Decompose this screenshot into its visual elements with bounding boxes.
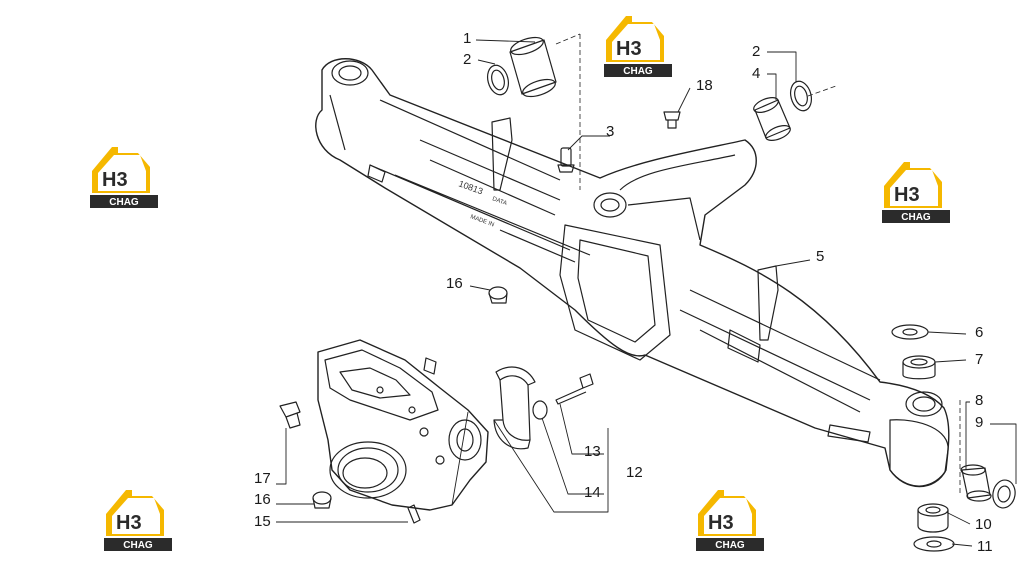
part-10-spacer xyxy=(917,503,949,533)
callout-9: 9 xyxy=(975,414,984,431)
spindle-stub-right xyxy=(889,419,949,487)
leader-lines xyxy=(276,39,1017,547)
svg-text:CHAG: CHAG xyxy=(901,212,931,223)
callout-1: 1 xyxy=(463,30,472,47)
part-9-ring xyxy=(992,479,1016,509)
callout-18: 18 xyxy=(696,77,713,94)
callout-14: 14 xyxy=(584,484,601,501)
callout-12: 12 xyxy=(626,464,643,481)
watermark-logo-top: H3 CHAG xyxy=(602,12,674,78)
watermark-logo-bottom-center: H3 CHAG xyxy=(694,486,766,552)
steering-knuckle xyxy=(317,339,489,511)
part-8-bushing xyxy=(960,464,992,502)
callout-10: 10 xyxy=(975,516,992,533)
svg-text:CHAG: CHAG xyxy=(623,66,653,77)
callout-8: 8 xyxy=(975,392,984,409)
part-16-plug-lower xyxy=(312,491,332,509)
part-3-grease-nipple xyxy=(557,147,575,173)
callout-5: 5 xyxy=(816,248,825,265)
axle-housing: 10813 DATA MADE IN xyxy=(315,58,950,488)
callout-7: 7 xyxy=(975,351,984,368)
part-18-bolt xyxy=(663,111,681,129)
watermark-logo-right: H3 CHAG xyxy=(880,158,952,224)
svg-text:10813: 10813 xyxy=(457,178,484,196)
callout-16-lower: 16 xyxy=(254,491,271,508)
svg-text:DATA: DATA xyxy=(491,196,507,207)
callout-2-right: 2 xyxy=(752,43,761,60)
part-4-bushing xyxy=(753,97,791,141)
callout-3: 3 xyxy=(606,123,615,140)
part-11-washer xyxy=(913,536,955,552)
callout-2-left: 2 xyxy=(463,51,472,68)
part-7-bushing xyxy=(902,355,936,380)
svg-text:H3: H3 xyxy=(708,512,734,534)
part-6-washer xyxy=(891,324,929,340)
callout-16-upper: 16 xyxy=(446,275,463,292)
watermark-logo-bottom-left: H3 CHAG xyxy=(102,486,174,552)
callout-4: 4 xyxy=(752,65,761,82)
svg-text:H3: H3 xyxy=(116,512,142,534)
svg-text:CHAG: CHAG xyxy=(715,540,745,551)
part-15-stud xyxy=(407,504,421,524)
svg-text:H3: H3 xyxy=(616,38,642,60)
callout-6: 6 xyxy=(975,324,984,341)
callout-11: 11 xyxy=(977,538,993,555)
center-lines xyxy=(555,33,961,495)
watermark-logo-left: H3 CHAG xyxy=(88,143,160,209)
part-12-shim-clamp xyxy=(493,366,536,450)
svg-text:CHAG: CHAG xyxy=(109,197,139,208)
callout-15: 15 xyxy=(254,513,271,530)
part-17-bolt xyxy=(279,401,301,429)
callout-13: 13 xyxy=(584,443,601,460)
callout-17: 17 xyxy=(254,470,271,487)
svg-text:H3: H3 xyxy=(894,184,920,206)
part-1-sleeve xyxy=(509,36,557,98)
part-2-ring-left xyxy=(486,64,510,96)
part-13-bolt xyxy=(555,373,594,405)
part-16-plug-upper xyxy=(488,286,508,304)
part-14-bushing xyxy=(532,400,548,420)
svg-text:CHAG: CHAG xyxy=(123,540,153,551)
part-2-ring-right xyxy=(789,80,813,112)
svg-text:H3: H3 xyxy=(102,169,128,191)
